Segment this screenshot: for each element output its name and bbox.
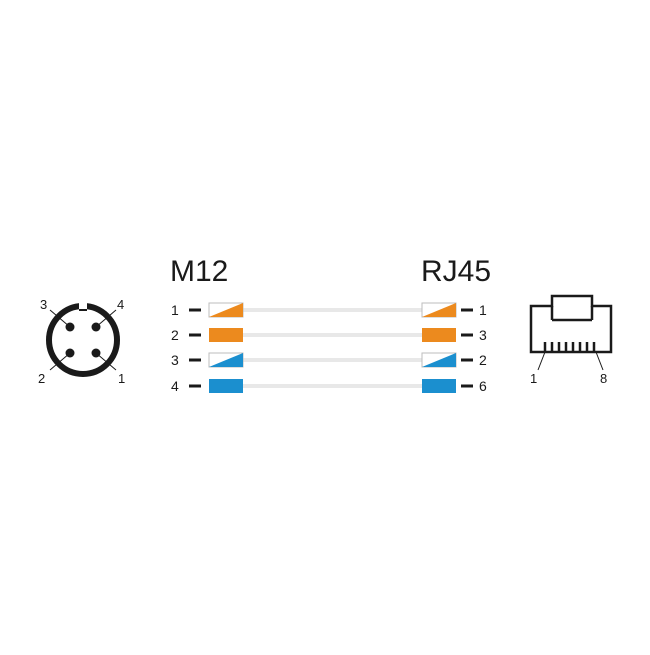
m12-pin-label: 1 [171,302,179,318]
m12-pin-3-leader [49,309,71,328]
m12-pin-label: 2 [171,327,179,343]
m12-socket-pin-2-label: 2 [38,371,45,386]
rj45-wire-color-stripe [422,303,456,317]
rj45-outline [529,294,613,354]
rj45-pin-1-label: 1 [530,371,537,386]
rj45-pin-8-label: 8 [600,371,607,386]
m12-pin-label: 4 [171,378,179,394]
rj45-wire-color-fill [422,328,456,342]
m12-pin-label: 3 [171,352,179,368]
m12-wire-color [208,352,244,368]
rj45-wire-color-stripe [422,353,456,367]
m12-heading: M12 [170,255,228,288]
m12-wire-color-fill [209,328,243,342]
rj45-wire-color [422,328,456,342]
m12-socket-pin-1-label: 1 [118,371,125,386]
m12-pin-1-leader [95,352,117,371]
m12-wire-color [209,328,243,342]
rj45-wire-color [422,379,456,393]
rj45-pin-1-leader [537,351,546,371]
rj45-plug-icon: 1 8 [529,294,613,386]
m12-outer-ring [46,303,120,377]
m12-socket-pin-4-label: 4 [117,297,124,312]
m12-key-notch [79,301,87,310]
rj45-wire-color [421,352,457,368]
rj45-heading: RJ45 [421,255,491,288]
m12-wire-color [208,302,244,318]
m12-wire-color-stripe [209,303,243,317]
m12-wire-color [209,379,243,393]
m12-socket-icon: 3 4 2 1 [38,297,125,386]
rj45-wire-color [421,302,457,318]
rj45-pin-label: 1 [479,302,487,318]
m12-pin-2-leader [49,352,71,371]
rj45-pin-label: 6 [479,378,487,394]
m12-pin-4-leader [95,309,117,328]
rj45-pin-8-leader [595,351,604,371]
rj45-pin-label: 3 [479,327,487,343]
rj45-pin-label: 2 [479,352,487,368]
rj45-contacts [543,342,596,352]
m12-socket-pin-3-label: 3 [40,297,47,312]
rj45-wire-color-fill [422,379,456,393]
m12-wire-color-stripe [209,353,243,367]
m12-wire-color-fill [209,379,243,393]
